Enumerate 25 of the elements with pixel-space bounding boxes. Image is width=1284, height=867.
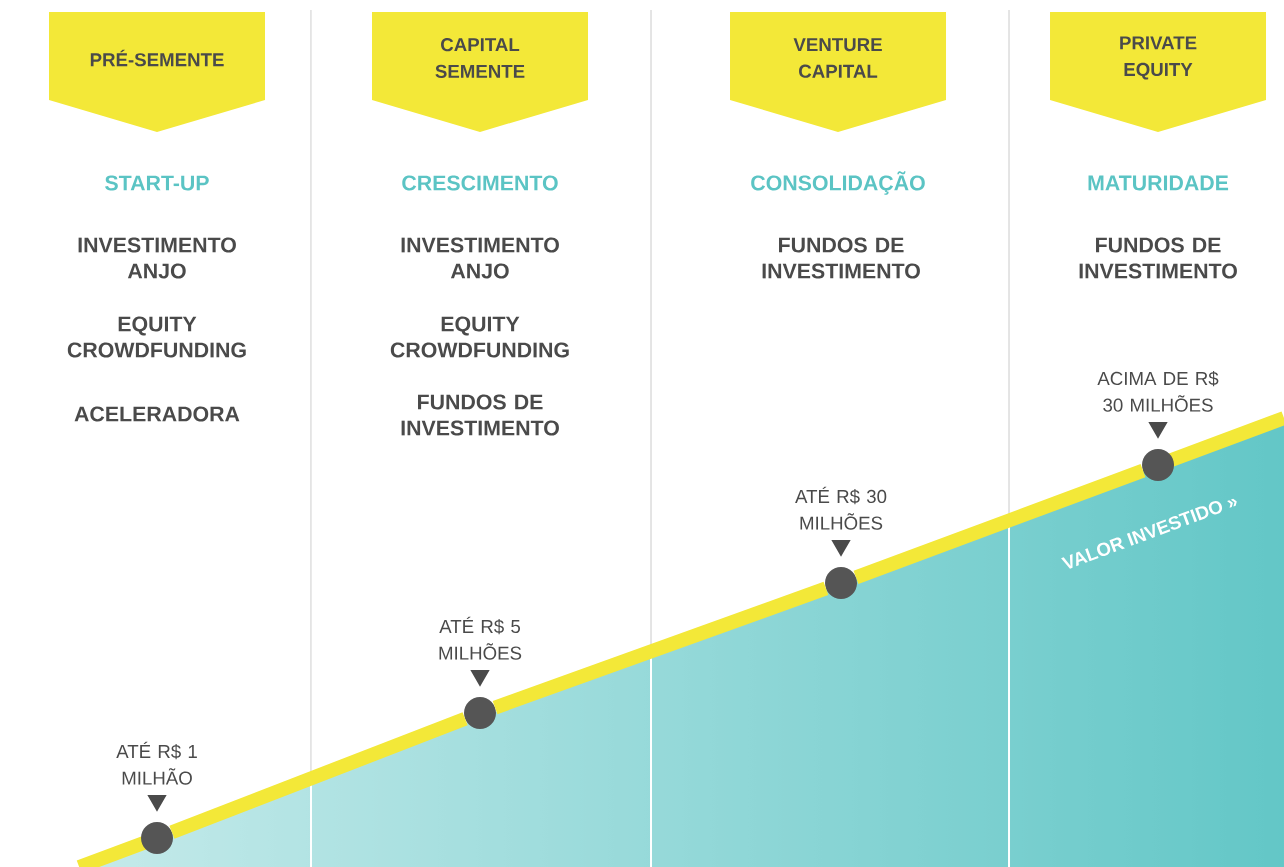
stage-badge: PRÉ-SEMENTE: [49, 12, 265, 132]
marker-dot: [464, 697, 496, 729]
stage-badge: PRIVATE EQUITY: [1050, 12, 1266, 132]
value-label: ATÉ R$ 30 MILHÕES: [795, 486, 887, 530]
stage-name: CONSOLIDAÇÃO: [751, 171, 925, 195]
funding-source: INVESTIMENTO ANJO: [78, 237, 236, 279]
marker-dot: [1142, 449, 1174, 481]
marker-dot: [825, 567, 857, 599]
funding-source: INVESTIMENTO ANJO: [401, 237, 559, 279]
growth-line: [853, 464, 1146, 584]
stage-name: START-UP: [105, 175, 209, 191]
funding-source: FUNDOS DE INVESTIMENTO: [401, 394, 559, 436]
value-label: ATÉ R$ 1 MILHÃO: [116, 741, 197, 785]
funding-source: FUNDOS DE INVESTIMENTO: [762, 237, 920, 279]
funding-source: ACELERADORA: [74, 406, 240, 422]
stage-name: MATURIDADE: [1088, 175, 1229, 191]
funding-source: EQUITY CROWDFUNDING: [390, 316, 569, 358]
marker-dot: [141, 822, 173, 854]
funding-source: EQUITY CROWDFUNDING: [67, 316, 246, 358]
value-label: ATÉ R$ 5 MILHÕES: [439, 616, 522, 660]
stage-name: CRESCIMENTO: [402, 175, 558, 191]
funding-source: FUNDOS DE INVESTIMENTO: [1079, 237, 1237, 279]
value-label: ACIMA DE R$ 30 MILHÕES: [1097, 371, 1219, 412]
stage-badge: CAPITAL SEMENTE: [372, 12, 588, 132]
stage-badge: VENTURE CAPITAL: [730, 12, 946, 132]
